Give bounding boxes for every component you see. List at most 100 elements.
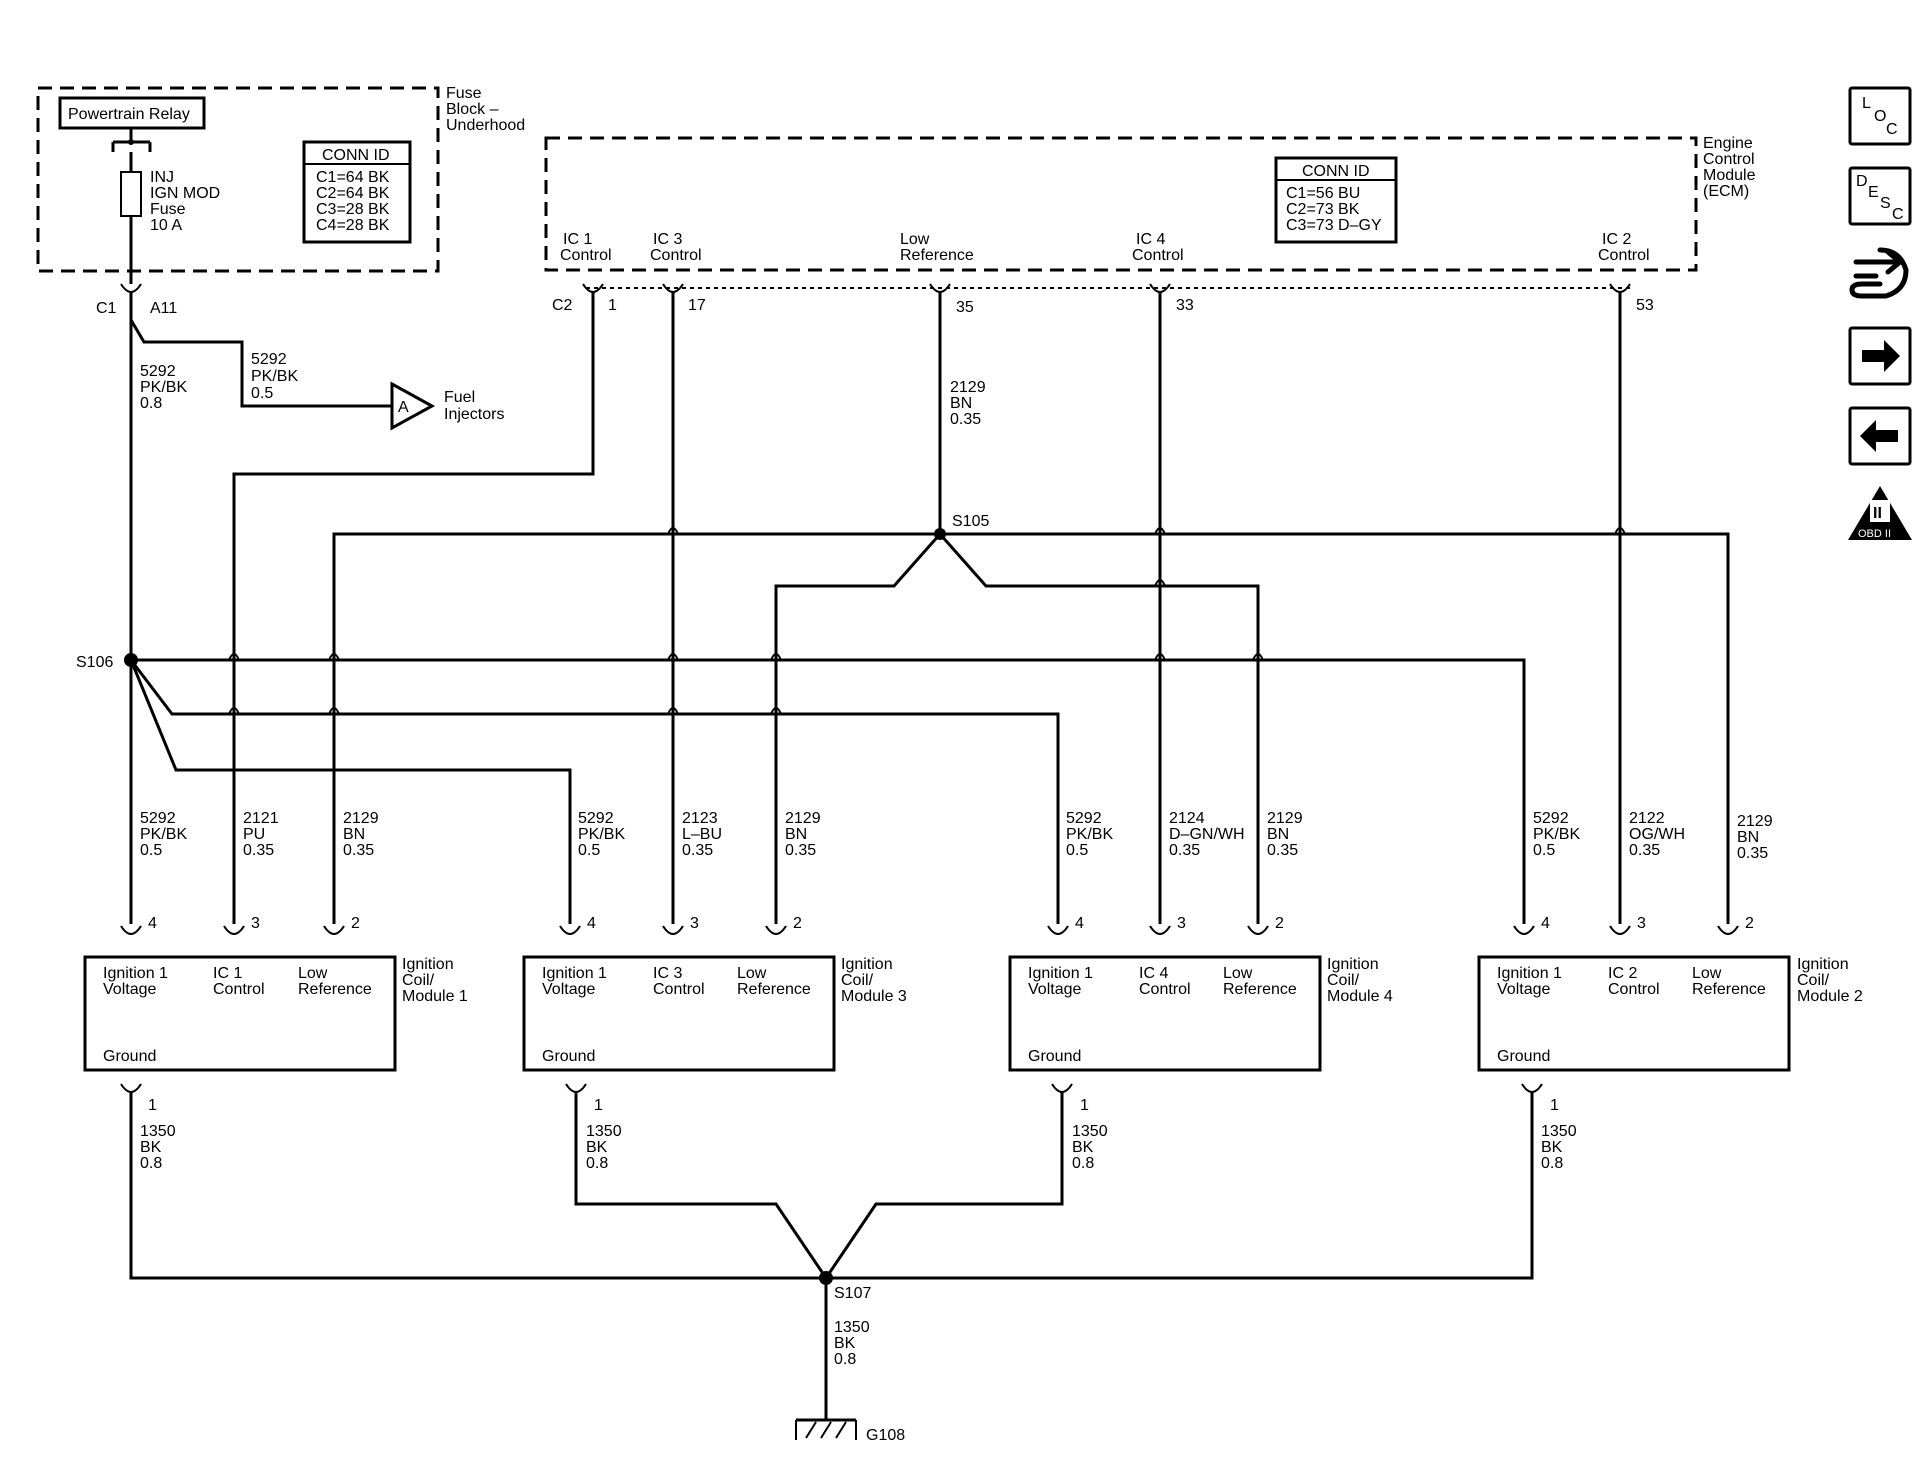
coil-pin-label: Voltage <box>542 981 595 998</box>
ground-hatch <box>820 1421 832 1439</box>
ground-wire-label: 1350 <box>140 1123 176 1140</box>
desc-letter: D <box>1856 173 1868 190</box>
coil-ground-pin-number: 1 <box>1550 1097 1559 1114</box>
wire-label: 0.35 <box>682 842 713 859</box>
fuse-block-underhood: Fuse Block – Underhood Powertrain Relay … <box>36 85 525 273</box>
coil-name: Module 1 <box>402 988 468 1005</box>
wire-label: BN <box>785 826 807 843</box>
ecm-pin-label: Control <box>1132 247 1184 264</box>
desc-icon[interactable] <box>1848 166 1912 226</box>
coil-pin-label: IC 2 <box>1608 965 1637 982</box>
nav-forward-button[interactable] <box>1848 326 1912 386</box>
fuse-label-4: 10 A <box>150 217 182 234</box>
crossover-hop <box>770 653 782 661</box>
splice-s105-label: S105 <box>952 513 989 530</box>
crossover-hop <box>328 707 340 715</box>
wire-label: 2129 <box>1267 810 1303 827</box>
coil-pin-label: Control <box>1608 981 1660 998</box>
wire-label: 0.5 <box>1066 842 1088 859</box>
loc-icon[interactable] <box>1848 86 1912 146</box>
ground-wire-label: BK <box>586 1139 608 1156</box>
crossover-hop <box>228 653 240 661</box>
crossover-hop <box>1154 653 1166 661</box>
wire-label: 2121 <box>243 810 279 827</box>
connector-wrench-icon[interactable] <box>1849 247 1909 299</box>
coil-pin-terminal-icon <box>120 925 142 935</box>
obd-ii-label: OBD II <box>1858 528 1891 540</box>
splice-s106-label: S106 <box>76 654 113 671</box>
coil-ground-pin-number: 1 <box>1080 1097 1089 1114</box>
fuse-conn-id-row: C3=28 BK <box>316 201 390 218</box>
coil-pin-number: 3 <box>251 915 260 932</box>
ecm-conn-id-table <box>1274 156 1398 244</box>
low-ref-wire-circuit: 2129 <box>950 379 986 396</box>
coil-pin-label: Control <box>653 981 705 998</box>
ground-wire-label: 0.8 <box>1072 1155 1094 1172</box>
coil-pin-label: IC 4 <box>1139 965 1168 982</box>
coil-pin-terminal-icon <box>223 925 245 935</box>
nav-connector-button[interactable] <box>1849 247 1909 299</box>
coil-name: Module 2 <box>1797 988 1863 1005</box>
nav-loc-button[interactable]: L O C <box>1848 86 1912 146</box>
ground-wire-label: 1350 <box>586 1123 622 1140</box>
ground-wire-label: BK <box>1541 1139 1563 1156</box>
coil-name: Coil/ <box>1327 972 1360 989</box>
coil-pin-terminal-icon <box>1247 925 1269 935</box>
ecm-pin-label: IC 4 <box>1136 231 1165 248</box>
wire-label: 0.35 <box>785 842 816 859</box>
coil-pin-number: 4 <box>1541 915 1550 932</box>
powertrain-relay-label: Powertrain Relay <box>68 106 190 123</box>
coil-ground-label: Ground <box>1497 1048 1550 1065</box>
low-ref-coil4-wire <box>938 533 1260 924</box>
coil-pin-label: Reference <box>298 981 372 998</box>
fuse-conn-id-row: C4=28 BK <box>316 217 390 234</box>
wire-label: 0.35 <box>1267 842 1298 859</box>
ecm-connector-label: C2 <box>552 297 573 314</box>
coil-pin-terminal-icon <box>559 925 581 935</box>
wire-label: 5292 <box>1066 810 1102 827</box>
fuel-injector-branch-wire <box>129 319 392 408</box>
branch-wire-circuit: 5292 <box>251 351 287 368</box>
ecm-title-4: (ECM) <box>1703 183 1749 200</box>
ecm-pin-number: 53 <box>1636 297 1654 314</box>
ign-coil4-wire <box>129 659 1060 924</box>
splice-s107 <box>819 1271 833 1285</box>
coil-pin-label: Reference <box>1223 981 1297 998</box>
crossover-hop <box>667 707 679 715</box>
nav-obd-button[interactable]: II OBD II <box>1848 486 1912 540</box>
coil-pin-label: Voltage <box>103 981 156 998</box>
ecm-pin-label: Control <box>1598 247 1650 264</box>
ground-hatch <box>835 1421 847 1439</box>
coil-module-3-box <box>522 955 836 1072</box>
wire-label: PK/BK <box>1066 826 1113 843</box>
ground-wire-label: BK <box>140 1139 162 1156</box>
coil-pin-label: Ignition 1 <box>103 965 168 982</box>
crossover-hop <box>1252 653 1264 661</box>
wire-label: OG/WH <box>1629 826 1685 843</box>
ecm-outline <box>544 136 1698 272</box>
fuse-conn-id-header: CONN ID <box>322 147 390 164</box>
feed-wire-size: 0.8 <box>140 395 162 412</box>
nav-desc-button[interactable]: D E S C <box>1848 166 1912 226</box>
nav-back-button[interactable] <box>1848 406 1912 466</box>
wire-crossovers <box>228 527 1626 715</box>
ecm-conn-id-row: C2=73 BK <box>1286 201 1360 218</box>
coil-module-1-box <box>83 955 397 1072</box>
ground-main-wire-circuit: 1350 <box>834 1319 870 1336</box>
fuel-injectors-offpage-icon[interactable] <box>390 381 436 431</box>
wire-label: 0.35 <box>343 842 374 859</box>
wire-label: 2129 <box>343 810 379 827</box>
ground-circuit: 1 1 1 1 1350 BK 0.8 1350 BK 0.8 1350 BK … <box>120 1083 1577 1444</box>
coil-pin-number: 4 <box>1075 915 1084 932</box>
ic1-control-wire <box>232 292 595 924</box>
wire-label: L–BU <box>682 826 722 843</box>
ground-wire-label: 1350 <box>1072 1123 1108 1140</box>
wire-label: PK/BK <box>578 826 625 843</box>
engine-control-module: Engine Control Module (ECM) CONN ID C1=5… <box>544 135 1756 272</box>
wire-label: 0.35 <box>1737 845 1768 862</box>
coil-ground-terminal-icon <box>1051 1083 1073 1093</box>
wire-label: 5292 <box>578 810 614 827</box>
wire-label: 2123 <box>682 810 718 827</box>
